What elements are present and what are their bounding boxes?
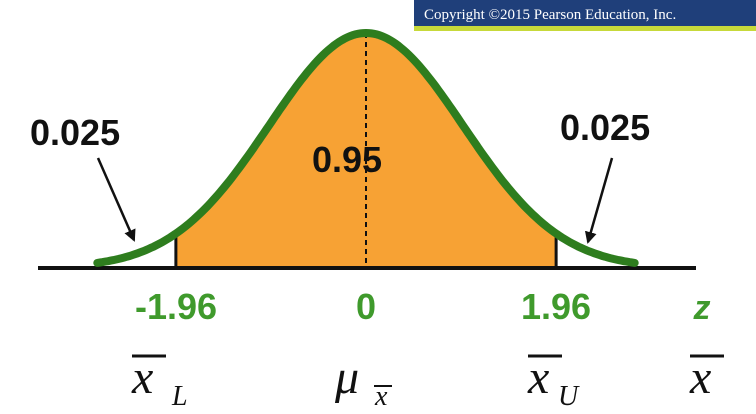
copyright-banner-stripe [414,26,756,31]
xbar-axis-name: x [689,351,724,404]
left-tail-arrow [96,157,136,242]
center-area-label: 0.95 [312,139,382,180]
xbar-axis-name-symbol: x [689,351,711,404]
left-tail-area-label: 0.025 [30,112,120,153]
xbar-center-label: μ x [334,351,392,412]
z-tick-lower: -1.96 [135,286,217,327]
z-tick-upper: 1.96 [521,286,591,327]
copyright-text: Copyright ©2015 Pearson Education, Inc. [424,7,676,23]
copyright-banner: Copyright ©2015 Pearson Education, Inc. [414,0,756,31]
z-axis-name: z [693,289,711,327]
right-tail-area-label: 0.025 [560,107,650,148]
mu-symbol: μ [334,351,359,404]
xbar-lower-label: x L [131,351,188,412]
z-tick-center: 0 [356,286,376,327]
mu-subscript: x [374,381,388,412]
copyright-banner-bg [414,0,756,26]
xbar-lower-subscript: L [171,381,188,412]
normal-curve [93,28,639,267]
xbar-upper-symbol: x [527,351,549,404]
xbar-upper-subscript: U [558,381,580,412]
xbar-upper-label: x U [527,351,580,412]
xbar-lower-symbol: x [131,351,153,404]
right-tail-arrow [584,157,614,244]
